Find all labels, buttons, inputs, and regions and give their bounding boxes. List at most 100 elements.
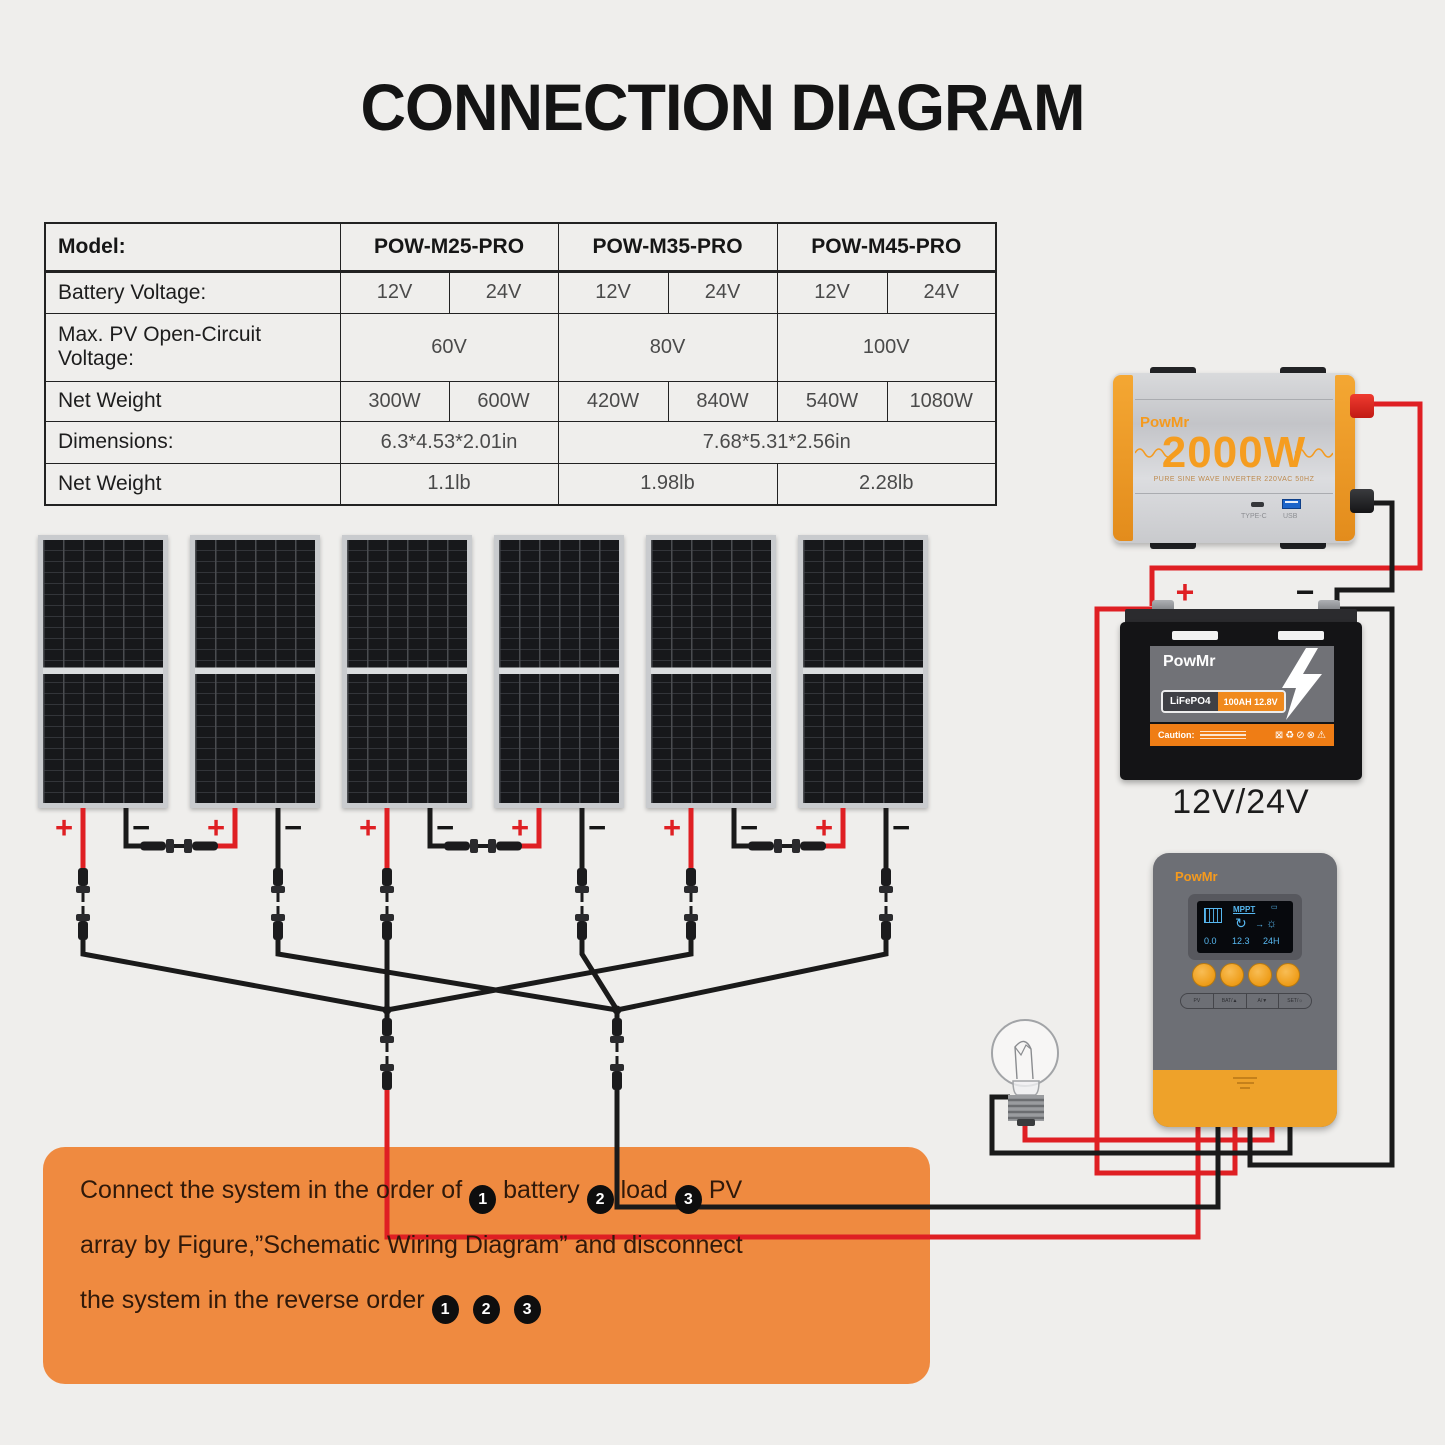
value-cell: 1.98lb	[557, 462, 778, 506]
screen-pv-value: 0.0	[1204, 936, 1217, 946]
wire-diagonal-p5	[386, 936, 694, 1013]
battery-brand: PowMr	[1163, 653, 1216, 670]
row-label: Dimensions:	[44, 420, 341, 464]
bulb-neck	[1012, 1080, 1040, 1096]
mc4-stack-p4	[575, 868, 589, 940]
inverter-power-rating: 2000W	[1161, 428, 1307, 477]
step-badge-3: 3	[674, 1185, 702, 1214]
instruction-line-2: array by Figure,”Schematic Wiring Diagra…	[80, 1231, 743, 1259]
panel4-minus-label: −	[587, 810, 607, 845]
controller-button-3	[1248, 963, 1272, 987]
inverter-positive-terminal	[1350, 394, 1374, 418]
table-row-power: Net Weight 300W 600W 420W 840W 540W 1080…	[44, 380, 997, 422]
step-badge-1: 1	[469, 1185, 497, 1214]
controller-button-2	[1220, 963, 1244, 987]
inverter-seam	[1135, 493, 1333, 494]
value-cell: 12V	[339, 270, 450, 314]
value-cell: 7.68*5.31*2.56in	[557, 420, 997, 464]
mc4-stack-p6	[879, 868, 893, 940]
spec-table: Model: POW-M25-PRO POW-M35-PRO POW-M45-P…	[44, 222, 997, 506]
solar-panel-4	[494, 535, 624, 808]
solar-panel-2	[190, 535, 320, 808]
model-cell: POW-M45-PRO	[776, 222, 997, 273]
battery-label: PowMr LiFePO4 100AH 12.8V	[1150, 646, 1334, 722]
typec-port-label: TYPE-C	[1241, 513, 1267, 520]
value-cell: 1080W	[886, 380, 997, 422]
value-cell: 24V	[667, 270, 778, 314]
button-label-pv: PV	[1181, 994, 1214, 1008]
mc4-stack-junction1	[380, 1018, 394, 1090]
battery-slot	[1172, 631, 1218, 640]
charge-controller: PowMr 0.0 MPPT ↻ 12.3 → ☼ ▭ 24H PV BAT/▲…	[1153, 853, 1337, 1127]
wire-diagonal-p1	[80, 936, 388, 1013]
value-cell: 540W	[776, 380, 888, 422]
step-badge-1b: 1	[431, 1295, 459, 1324]
value-cell: 300W	[339, 380, 450, 422]
instruction-word-load: load	[620, 1176, 668, 1204]
battery-caution-finetext	[1199, 729, 1275, 742]
instruction-line1-text: Connect the system in the order of	[80, 1176, 463, 1204]
table-row-model: Model: POW-M25-PRO POW-M35-PRO POW-M45-P…	[44, 222, 997, 273]
inverter-negative-terminal	[1350, 489, 1374, 513]
battery-voltage-label: 12V/24V	[1172, 783, 1310, 821]
panel3-plus-label: +	[358, 810, 378, 845]
solar-panel-1	[38, 535, 168, 808]
value-cell: 1.1lb	[339, 462, 559, 506]
panel2-plus-label: +	[206, 810, 226, 845]
controller-brand: PowMr	[1175, 869, 1218, 884]
bulb-filament-coil	[1014, 1044, 1032, 1057]
mc4-stack-p3	[380, 868, 394, 940]
controller-orange-section	[1153, 1070, 1337, 1127]
bulb-contact	[1017, 1119, 1035, 1126]
value-cell: 24V	[886, 270, 997, 314]
panel5-minus-label: −	[739, 810, 759, 845]
screen-load-value: 24H	[1263, 936, 1280, 946]
step-badge-2: 2	[586, 1185, 614, 1214]
row-label: Max. PV Open-Circuit Voltage:	[44, 312, 341, 382]
value-cell: 24V	[448, 270, 559, 314]
sun-icon: ☼	[1266, 916, 1277, 930]
panel6-plus-label: +	[814, 810, 834, 845]
battery-capacity: 100AH 12.8V	[1217, 692, 1284, 711]
instruction-line3-text: the system in the reverse order	[80, 1286, 425, 1314]
step-badge-2b: 2	[472, 1295, 500, 1324]
screen-battery-value: 12.3	[1232, 936, 1250, 946]
usb-port-label: USB	[1283, 513, 1298, 520]
table-row-max-pv: Max. PV Open-Circuit Voltage: 60V 80V 10…	[44, 312, 997, 382]
battery-caution-word: Caution:	[1158, 730, 1195, 740]
instruction-word-pv: PV	[708, 1176, 743, 1204]
value-cell: 600W	[448, 380, 559, 422]
mc4-stack-p2	[271, 868, 285, 940]
battery-icon: ▭	[1271, 904, 1278, 911]
button-label-load: A/▼	[1247, 994, 1280, 1008]
usb-port	[1282, 499, 1301, 509]
page-title: CONNECTION DIAGRAM	[360, 71, 1086, 145]
battery-spec-pill: LiFePO4 100AH 12.8V	[1161, 690, 1286, 713]
inverter-orange-band-left	[1113, 375, 1133, 541]
arrow-icon: →	[1255, 919, 1264, 929]
mc4-stack-junction2	[610, 1018, 624, 1090]
inverter-seam	[1135, 399, 1333, 400]
controller-button-labels: PV BAT/▲ A/▼ SET/☼	[1180, 993, 1312, 1009]
wire-diagonal-p2	[275, 936, 618, 1013]
typec-port	[1251, 502, 1264, 507]
pv-negative-junction	[612, 1005, 622, 1015]
panel3-minus-label: −	[435, 810, 455, 845]
battery-caution-strip: Caution: ⊠♻⊘⊗⚠	[1150, 724, 1334, 746]
table-row-battery-voltage: Battery Voltage: 12V 24V 12V 24V 12V 24V	[44, 270, 997, 314]
panel2-minus-label: −	[283, 810, 303, 845]
battery-caution-icons: ⊠♻⊘⊗⚠	[1274, 729, 1328, 741]
model-cell: POW-M25-PRO	[339, 222, 559, 273]
controller-screen: 0.0 MPPT ↻ 12.3 → ☼ ▭ 24H	[1197, 901, 1293, 953]
cycle-arrow-icon: ↻	[1235, 915, 1247, 931]
value-cell: 80V	[557, 312, 778, 382]
spec-table-grid: Model: POW-M25-PRO POW-M35-PRO POW-M45-P…	[44, 222, 997, 506]
value-cell: 420W	[557, 380, 669, 422]
value-cell: 100V	[776, 312, 997, 382]
wire-diagonal-p6	[616, 936, 889, 1013]
light-bulb	[991, 1019, 1059, 1126]
